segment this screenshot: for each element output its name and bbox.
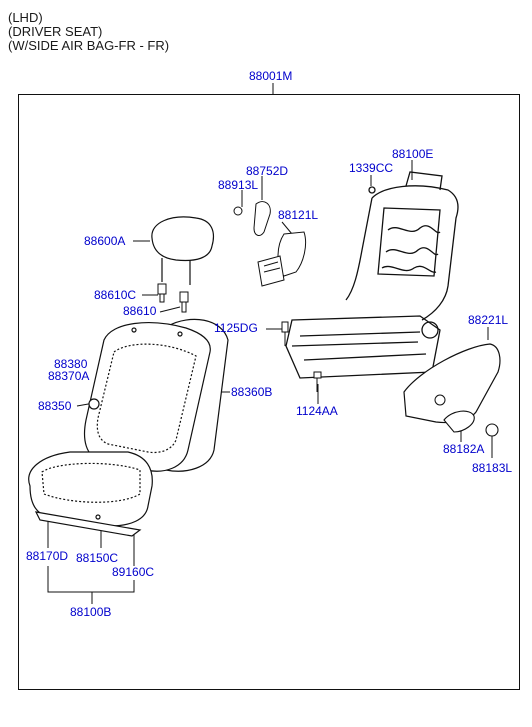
label-cushion-covering: 88170D: [26, 549, 69, 563]
header-line-airbag: (W/SIDE AIR BAG-FR - FR): [8, 38, 170, 53]
bolts: [281, 321, 322, 392]
label-knob: 88913L: [218, 178, 259, 192]
lever-shape: [443, 410, 475, 433]
label-bolt-front: 1125DG: [214, 321, 258, 335]
back-covering-shape: [83, 322, 211, 472]
label-cushion-pad: 88150C: [76, 551, 119, 565]
lumbar-parts: [233, 201, 307, 287]
label-back-frame: 88100E: [392, 147, 434, 161]
leader-guide: [159, 306, 181, 313]
label-back-board: 88360B: [231, 385, 273, 399]
label-bolt-lower: 1124AA: [296, 404, 338, 418]
leader-recliner: [281, 221, 293, 235]
header-line-driver-seat: (DRIVER SEAT): [8, 24, 103, 39]
label-back-covering: 88380: [54, 357, 88, 371]
diagram-frame: [18, 94, 520, 690]
label-bolt-upper: 1339CC: [349, 161, 394, 175]
label-lever: 88182A: [443, 442, 485, 456]
side-cover-hole: [434, 394, 446, 406]
side-cover-shape: [403, 343, 501, 424]
label-cushion-assy: 88100B: [70, 605, 112, 619]
label-lumbar-support: 88752D: [246, 164, 289, 178]
label-headrest-guide: 88610: [123, 304, 157, 318]
headrest-shape: [151, 216, 215, 285]
label-back-pad: 88370A: [48, 369, 90, 383]
header-line-lhd: (LHD): [8, 10, 43, 25]
label-recliner-bracket: 88121L: [278, 208, 319, 222]
label-headrest: 88600A: [84, 234, 126, 248]
headrest-guides: [157, 283, 189, 313]
label-airbag-label: 88350: [38, 399, 72, 413]
label-assembly: 88001M: [249, 69, 293, 83]
label-cushion-wire: 89160C: [112, 565, 155, 579]
cushion-shape: [28, 451, 153, 537]
cap-shape: [485, 423, 499, 437]
cushion-bracket: [47, 566, 135, 593]
seat-frame-shape: [285, 171, 459, 379]
label-cap: 88183L: [472, 461, 513, 475]
label-headrest-guide-lock: 88610C: [94, 288, 137, 302]
label-side-cover: 88221L: [468, 313, 509, 327]
